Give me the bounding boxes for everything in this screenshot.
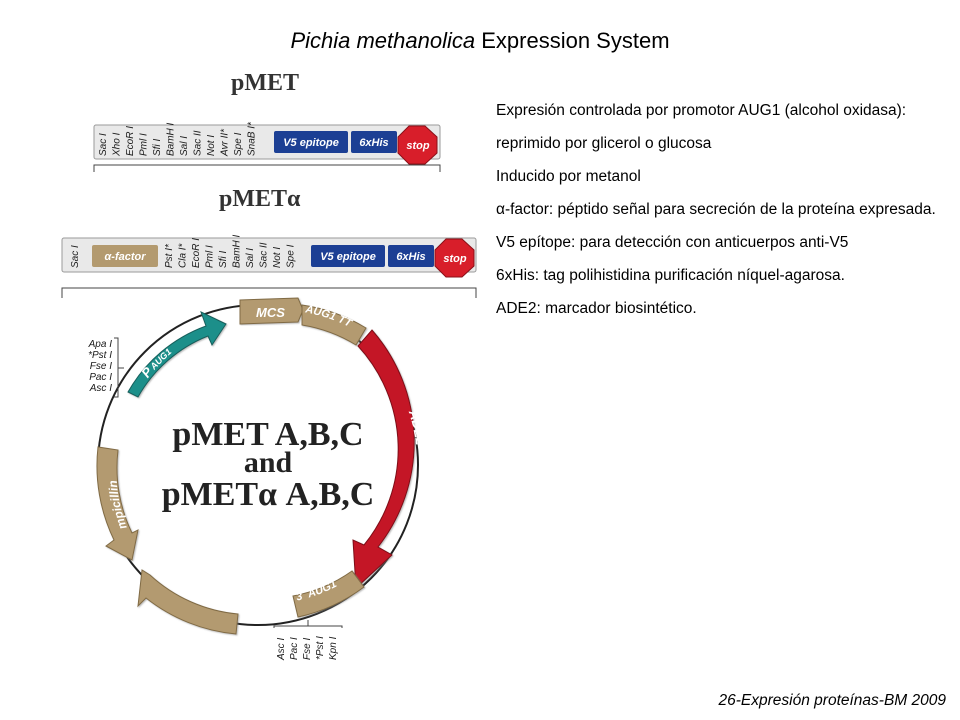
- aug1-tt-box: [301, 304, 367, 346]
- restriction-site-label: Sal I: [179, 136, 190, 156]
- pmetalpha-label: pMETα: [219, 186, 301, 212]
- mcs-label: MCS: [256, 305, 285, 320]
- bottom-site: *Pst I: [315, 636, 326, 660]
- stop-label: stop: [406, 140, 430, 152]
- note-item: 6xHis: tag polihistidina purificación ní…: [496, 267, 845, 284]
- his-tag-box-alpha: [388, 245, 434, 267]
- restriction-site-label: Sac II: [193, 130, 204, 156]
- restriction-site-label: EcoR I: [191, 238, 202, 268]
- restriction-site-label: Sal I: [245, 248, 256, 268]
- aug1-3-box: [292, 570, 365, 618]
- notes-list: Expresión controlada por promotor AUG1 (…: [496, 100, 936, 331]
- alpha-factor-box: [92, 245, 158, 267]
- plasmid-name-line3: pMETα A,B,C: [162, 476, 375, 513]
- plasmid-map: PAUG1 MCS AUG1 TT ADE2 3´ AUG1 pMB1 ori …: [0, 0, 428, 661]
- alpha-factor-label: α-factor: [104, 251, 146, 263]
- his-tag-label-alpha: 6xHis: [396, 251, 425, 263]
- pmet-label: pMET: [231, 70, 299, 96]
- bottom-site: Fse I: [302, 638, 313, 660]
- left-site: Pac I: [89, 372, 112, 383]
- restriction-site-label: Sac II: [259, 242, 270, 268]
- left-site: Apa I: [88, 339, 113, 350]
- restriction-site-label: Spe I: [286, 244, 297, 268]
- title-rest: Expression System: [475, 28, 670, 53]
- bottom-site: Kpn I: [328, 636, 339, 660]
- bottom-site: Pac I: [289, 637, 300, 660]
- pmb1-ori-arrow: [137, 569, 239, 635]
- stop-sign-icon: [397, 125, 438, 165]
- note-item: Inducido por metanol: [496, 168, 641, 185]
- mcs-box: [239, 297, 304, 325]
- restriction-site-label: Pst I*: [164, 243, 175, 268]
- restriction-site-label: Cla I*: [178, 242, 189, 268]
- his-tag-label: 6xHis: [359, 137, 388, 149]
- restriction-site-label: Xho I: [112, 132, 123, 157]
- restriction-site-label: Sac I: [98, 133, 109, 156]
- left-site: *Pst I: [88, 350, 112, 361]
- note-item: reprimido por glicerol o glucosa: [496, 135, 712, 152]
- ade2-arrow: [352, 329, 415, 590]
- restriction-site-label: SnaB I*: [247, 121, 258, 156]
- restriction-site-label: BamH I: [232, 234, 243, 268]
- ampicillin-arrow: [96, 446, 139, 561]
- v5-epitope-box: [274, 131, 348, 153]
- restriction-site-label: Avr II*: [220, 128, 231, 157]
- note-item: Expresión controlada por promotor AUG1 (…: [496, 102, 907, 119]
- plasmid-name-line1: pMET A,B,C: [172, 416, 363, 453]
- restriction-site-label: Spe I: [233, 132, 244, 156]
- left-sites: Apa I *Pst I Fse I Pac I Asc I: [88, 337, 124, 398]
- restriction-site-label: Sfi I: [218, 251, 229, 268]
- restriction-site-label: Sac I: [70, 245, 81, 268]
- slide-footer: 26-Expresión proteínas-BM 2009: [718, 692, 946, 709]
- restriction-site-label: Pml I: [205, 245, 216, 268]
- bottom-site: Asc I: [276, 638, 287, 661]
- restriction-site-label: Pml I: [139, 133, 150, 156]
- note-item: ADE2: marcador biosintético.: [496, 300, 697, 317]
- v5-epitope-label: V5 epitope: [283, 137, 339, 149]
- stop-sign-icon-alpha: [434, 238, 475, 278]
- title-species: Pichia methanolica: [290, 28, 476, 53]
- restriction-site-label: Not I: [206, 135, 217, 156]
- left-site: Asc I: [89, 383, 112, 394]
- his-tag-box: [351, 131, 397, 153]
- v5-epitope-label-alpha: V5 epitope: [320, 251, 376, 263]
- stop-label-alpha: stop: [443, 253, 467, 265]
- note-item: α-factor: péptido señal para secreción d…: [496, 201, 936, 218]
- note-item: V5 epítope: para detección con anticuerp…: [496, 234, 849, 251]
- plasmid-name-line2: and: [244, 446, 293, 479]
- p-aug1-arrow: [127, 311, 227, 398]
- restriction-site-label: Sfi I: [152, 139, 163, 156]
- v5-epitope-box-alpha: [311, 245, 385, 267]
- left-site: Fse I: [90, 361, 112, 372]
- restriction-site-label: EcoR I: [125, 126, 136, 156]
- restriction-site-label: BamH I: [166, 122, 177, 156]
- restriction-site-label: Not I: [272, 247, 283, 268]
- slide-title: Pichia methanolica Expression System: [0, 28, 960, 54]
